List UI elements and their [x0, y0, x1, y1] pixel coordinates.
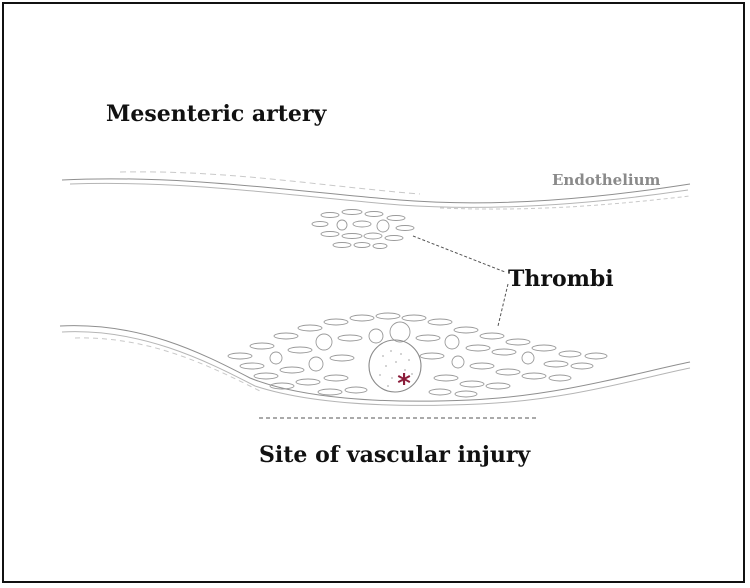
- asterisk-marker: *: [397, 369, 411, 399]
- lower-vessel-wall: [60, 326, 690, 406]
- lower-thrombus: [228, 313, 607, 397]
- thrombi-label: Thrombi: [508, 266, 614, 292]
- figure-title: Mesenteric artery: [106, 101, 326, 127]
- upper-thrombus: [312, 210, 414, 249]
- injury-site-label: Site of vascular injury: [259, 442, 530, 468]
- endothelium-label: Endothelium: [552, 171, 660, 189]
- thrombi-leader-lines: [413, 236, 508, 326]
